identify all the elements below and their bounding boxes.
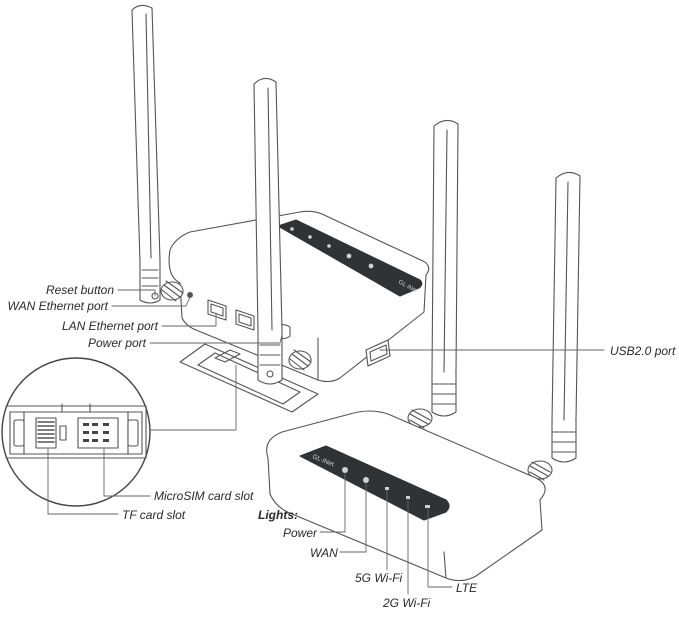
tf-card-slot [35, 417, 67, 449]
label-tf-slot: TF card slot [122, 508, 186, 522]
leader-lan [161, 312, 217, 327]
microsim-card-slot [77, 417, 119, 449]
usb-port [365, 339, 391, 367]
label-light-power: Power [283, 526, 318, 540]
label-microsim-slot: MicroSIM card slot [154, 489, 254, 503]
antenna-a [131, 4, 184, 304]
leader-tf [47, 447, 119, 515]
sim-tray [179, 343, 319, 413]
leader-magnifier [149, 364, 237, 431]
antenna-c [407, 119, 459, 429]
antenna-d [527, 171, 581, 481]
leader-reset [117, 289, 156, 297]
slot-magnifier [1, 357, 151, 507]
label-light-wan: WAN [310, 546, 338, 560]
leader-wan [111, 296, 191, 307]
leader-lte [427, 507, 453, 588]
back-router: GL·iNet [168, 210, 430, 383]
leader-wan-light [339, 482, 367, 553]
label-light-2g: 2G Wi-Fi [383, 596, 431, 610]
label-wan-ethernet-port: WAN Ethernet port [7, 299, 109, 313]
wifi-5g-light-icon [385, 487, 389, 490]
leader-power-light [319, 472, 346, 533]
leader-power [149, 334, 283, 344]
label-light-5g: 5G Wi-Fi [355, 571, 403, 585]
label-reset-button: Reset button [45, 283, 114, 297]
label-lights-heading: Lights: [258, 508, 298, 522]
wifi-2g-light-icon [406, 496, 410, 499]
power-light-icon [342, 467, 348, 473]
label-usb-port: USB2.0 port [610, 344, 676, 358]
antenna-b [253, 77, 312, 385]
leader-lines [47, 289, 605, 595]
wan-light-icon [363, 477, 369, 483]
front-led-panel [299, 445, 450, 521]
lte-light-icon [425, 505, 430, 508]
label-light-lte: LTE [456, 581, 478, 595]
front-router: GL·iNet [266, 410, 546, 582]
label-power-port: Power port [87, 336, 146, 350]
leader-microsim [103, 447, 151, 497]
label-lan-ethernet-port: LAN Ethernet port [61, 319, 158, 333]
